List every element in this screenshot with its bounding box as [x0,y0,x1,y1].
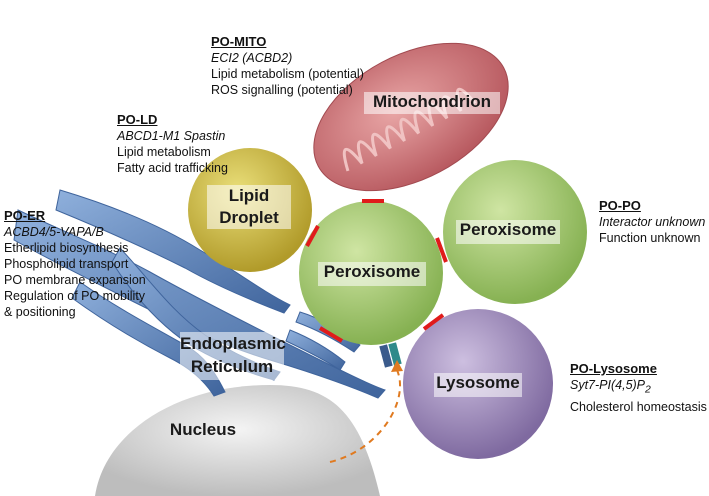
po-po-heading: PO-PO [599,198,641,213]
lipid-droplet-label: Lipid Droplet [207,185,291,229]
po-po-function: Function unknown [599,231,701,245]
po-po-annotation: PO-PO Interactor unknown Function unknow… [599,197,705,246]
contact-sites [305,199,448,343]
contact-po-er [318,326,344,343]
po-er-function: Phospholipid transport [4,257,129,271]
er-label: Endoplasmic Reticulum [180,332,286,380]
po-er-proteins: ACBD4/5-VAPA/B [4,225,104,239]
mitochondrion-label: Mitochondrion [364,92,500,114]
po-mito-heading: PO-MITO [211,34,267,49]
lysosome-label: Lysosome [434,373,522,397]
po-mito-proteins: ECI2 (ACBD2) [211,51,293,65]
po-er-function: Regulation of PO mobility [4,289,146,303]
po-mito-function: Lipid metabolism (potential) [211,67,364,81]
po-po-proteins: Interactor unknown [599,215,706,229]
er-line1: Endoplasmic [180,334,286,353]
po-er-heading: PO-ER [4,208,46,223]
po-lysosome-proteins: Syt7-PI(4,5)P2 [570,377,707,399]
contact-po-ld [305,225,320,247]
lipid-droplet-line2: Droplet [219,208,279,227]
nucleus-shape [95,385,380,496]
po-mito-function: ROS signalling (potential) [211,83,353,97]
po-ld-function: Fatty acid trafficking [117,161,228,175]
nucleus-label: Nucleus [169,420,237,439]
po-lysosome-proteins-main: Syt7-PI(4,5)P [570,378,646,392]
po-er-function: PO membrane expansion [4,273,146,287]
po-lysosome-function: Cholesterol homeostasis [570,399,707,414]
lipid-droplet-line1: Lipid [228,186,270,205]
po-er-function: & positioning [4,305,76,319]
po-ld-function: Lipid metabolism [117,145,211,159]
po-mito-annotation: PO-MITO ECI2 (ACBD2) Lipid metabolism (p… [211,33,364,98]
transport-channel-icon [379,342,402,368]
peroxisome-right-label: Peroxisome [456,220,560,244]
mitochondrion-shape [313,42,509,192]
po-lysosome-heading: PO-Lysosome [570,361,657,376]
po-lysosome-annotation: PO-Lysosome Syt7-PI(4,5)P2 Cholesterol h… [570,360,707,415]
er-line2: Reticulum [190,357,274,376]
po-ld-proteins: ABCD1-M1 Spastin [117,129,226,143]
transport-arrow [329,369,402,463]
po-er-function: Etherlipid biosynthesis [4,241,129,255]
po-ld-heading: PO-LD [117,112,158,127]
po-ld-annotation: PO-LD ABCD1-M1 Spastin Lipid metabolism … [117,111,228,176]
po-lysosome-proteins-sub: 2 [645,384,651,396]
po-er-annotation: PO-ER ACBD4/5-VAPA/B Etherlipid biosynth… [4,207,146,320]
peroxisome-center-label: Peroxisome [318,262,426,286]
contact-po-lysosome [422,313,445,331]
arrow-head-icon [391,360,403,372]
contact-po-po [435,237,448,263]
